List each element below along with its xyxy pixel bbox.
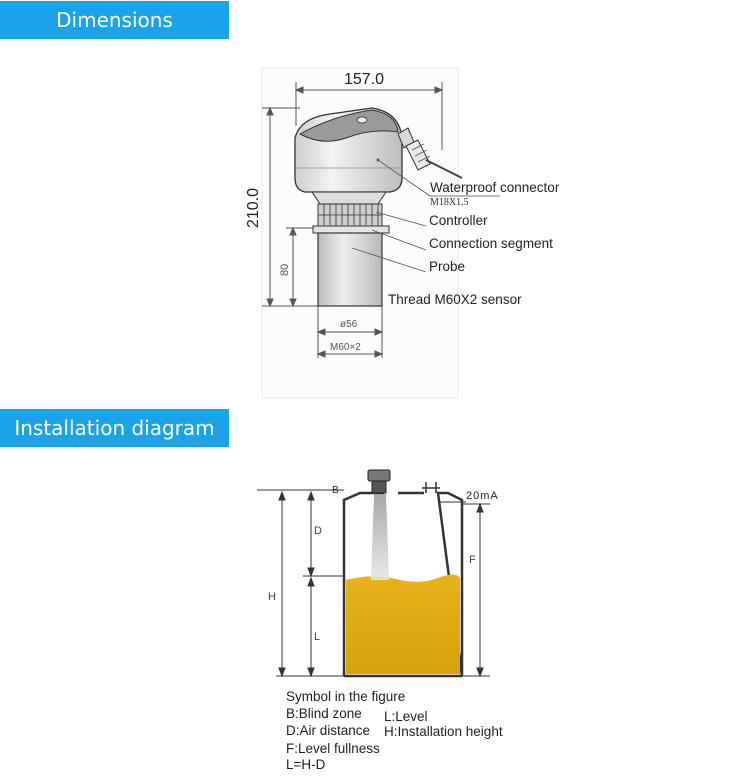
legend-formula: L=H-D <box>286 757 326 772</box>
d-dimension-line <box>303 490 344 578</box>
housing-neck <box>311 191 387 205</box>
legend-level-fullness: F:Level fullness <box>286 741 380 756</box>
thread-size-value: M60×2 <box>330 342 361 353</box>
legend-level: L:Level <box>384 709 428 724</box>
legend-title: Symbol in the figure <box>286 689 406 704</box>
liquid-level <box>346 574 460 674</box>
label-l: L <box>314 631 321 643</box>
callout-leaders <box>351 159 500 273</box>
tank-nozzle <box>422 482 440 493</box>
ultrasonic-beam <box>371 494 389 580</box>
lid-screw <box>356 116 368 124</box>
section-header-dimensions: Dimensions <box>0 1 229 39</box>
callout-waterproof-connector: Waterproof connector <box>430 180 560 195</box>
width-value: 157.0 <box>344 71 385 88</box>
level-sensor <box>367 469 391 494</box>
callout-connection-segment: Connection segment <box>429 236 553 251</box>
legend-installation-height: H:Installation height <box>384 724 503 739</box>
legend-blind-zone: B:Blind zone <box>286 706 362 721</box>
label-b: B <box>332 485 339 496</box>
label-d: D <box>314 525 322 537</box>
probe-height-dimension-line <box>286 226 316 308</box>
housing-lid <box>298 109 399 142</box>
legend-air-distance: D:Air distance <box>286 723 371 738</box>
label-h: H <box>268 591 276 603</box>
probe-height-value: 80 <box>279 263 291 276</box>
label-signal: 20mA <box>466 490 499 502</box>
width-dimension-line <box>294 82 444 150</box>
diameter-dimension-line <box>316 306 384 358</box>
sensor-note: Thread M60X2 sensor <box>388 292 522 307</box>
l-dimension-line <box>307 576 315 678</box>
callout-probe: Probe <box>429 259 466 274</box>
section-header-installation: Installation diagram <box>0 409 229 447</box>
f-dimension-line <box>462 502 490 678</box>
height-value: 210.0 <box>245 187 262 228</box>
h-dimension-line <box>276 490 344 678</box>
waterproof-connector <box>397 127 463 179</box>
label-f: F <box>469 554 476 566</box>
height-dimension-line <box>262 106 318 308</box>
connector-thread-value: M18X1.5 <box>430 197 469 208</box>
probe-body <box>317 232 383 307</box>
callout-controller: Controller <box>429 213 488 228</box>
diameter-value: ø56 <box>340 319 358 330</box>
